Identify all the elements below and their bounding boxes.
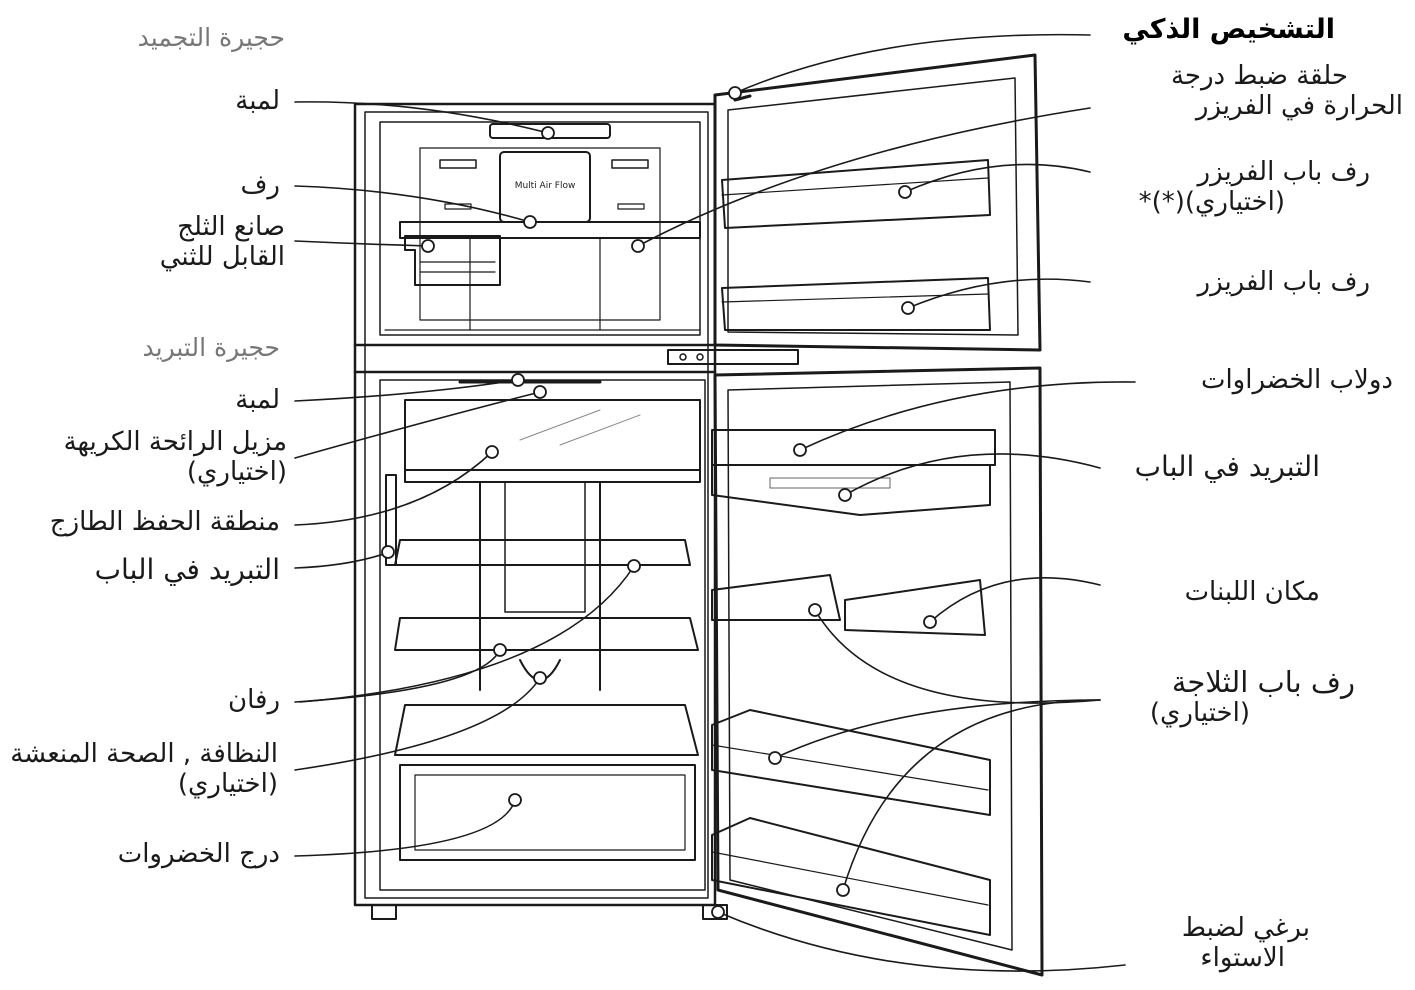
label-fresh-zone: منطقة الحفظ الطازج	[49, 507, 280, 537]
label-vegetable-drawer: درج الخضروات	[117, 839, 280, 869]
label-shelves: رفان	[228, 685, 280, 715]
label-fridge-door-shelf: رف باب الثلاجة (اختياري)	[1149, 665, 1355, 729]
glass-shelf-1	[394, 539, 691, 566]
label-freezer-door-shelf-optional: رف باب الفريزر (اختياري)(*)*	[1138, 157, 1370, 218]
label-dairy-corner: مكان اللبنات	[1184, 577, 1320, 607]
label-freezer-door-shelf: رف باب الفريزر	[1197, 267, 1370, 297]
compartment-divider	[353, 343, 717, 374]
fresh-zone-box	[404, 399, 701, 471]
label-vegetable-cabinet: دولاب الخضراوات	[1200, 365, 1393, 395]
label-ice-maker-line1: صانع الثلج	[177, 212, 285, 242]
fridge-door-shelf-1	[711, 709, 991, 816]
label-ice-maker-line2: القابل للثني	[159, 241, 285, 272]
label-fridge-door-shelf-line2: (اختياري)	[1149, 698, 1250, 729]
freezer-door-bin-2	[721, 277, 991, 331]
label-door-cooling-left: التبريد في الباب	[94, 553, 280, 586]
crisper-drawer	[399, 764, 696, 861]
freezer-section-title: حجيرة التجميد	[137, 23, 285, 52]
label-freezer-door-shelf-opt-line2: (اختياري)(*)*	[1138, 186, 1285, 217]
label-leveling-screw-line1: برغي لضبط	[1181, 913, 1310, 943]
label-freezer-temp-dial: حلقة ضبط درجة الحرارة في الفريزر	[1170, 61, 1403, 122]
label-deodorizer-line1: مزيل الرائحة الكريهة	[63, 427, 287, 457]
label-fridge-lamp: لمبة	[235, 385, 280, 415]
label-leveling-screw: برغي لضبط الاستواء	[1181, 913, 1310, 974]
label-door-cooling-right: التبريد في الباب	[1134, 450, 1320, 483]
label-ice-maker: صانع الثلج القابل للثني	[159, 212, 285, 273]
freezer-door	[713, 53, 1042, 352]
label-freezer-lamp: لمبة	[235, 86, 280, 116]
glass-shelf-2	[394, 617, 699, 651]
label-deodorizer-line2: (اختياري)	[186, 456, 287, 487]
label-freezer-temp-line2: الحرارة في الفريزر	[1195, 90, 1403, 121]
door-bin-right	[844, 579, 986, 636]
label-freezer-shelf: رف	[240, 170, 280, 200]
label-freezer-door-shelf-opt-line1: رف باب الفريزر	[1197, 157, 1370, 187]
door-bin-left	[711, 574, 841, 621]
label-fridge-door-shelf-line1: رف باب الثلاجة	[1171, 665, 1355, 699]
label-freezer-temp-line1: حلقة ضبط درجة	[1170, 61, 1348, 91]
door-cooling-side-bar	[385, 474, 397, 566]
multi-air-flow-text: Multi Air Flow	[515, 181, 576, 191]
label-hygiene-line2: (اختياري)	[177, 768, 278, 799]
label-leveling-screw-line2: الاستواء	[1200, 942, 1285, 973]
label-hygiene: النظافة , الصحة المنعشة (اختياري)	[10, 739, 278, 800]
crisper-cover	[394, 704, 699, 756]
control-strip	[667, 349, 799, 365]
label-deodorizer: مزيل الرائحة الكريهة (اختياري)	[63, 427, 287, 488]
door-cooling-unit	[711, 464, 991, 516]
label-smart-diagnosis: التشخيص الذكي	[1122, 14, 1335, 45]
ice-maker-shape	[404, 235, 501, 286]
fridge-section-title: حجيرة التبريد	[142, 333, 281, 362]
label-hygiene-line1: النظافة , الصحة المنعشة	[10, 739, 278, 769]
freezer-shelf-shape	[399, 221, 701, 239]
fridge-door	[713, 366, 1044, 977]
fridge-door-shelf-2	[711, 817, 991, 936]
freezer-door-bin-1	[721, 159, 991, 229]
door-vegetable-cabinet	[711, 429, 996, 466]
